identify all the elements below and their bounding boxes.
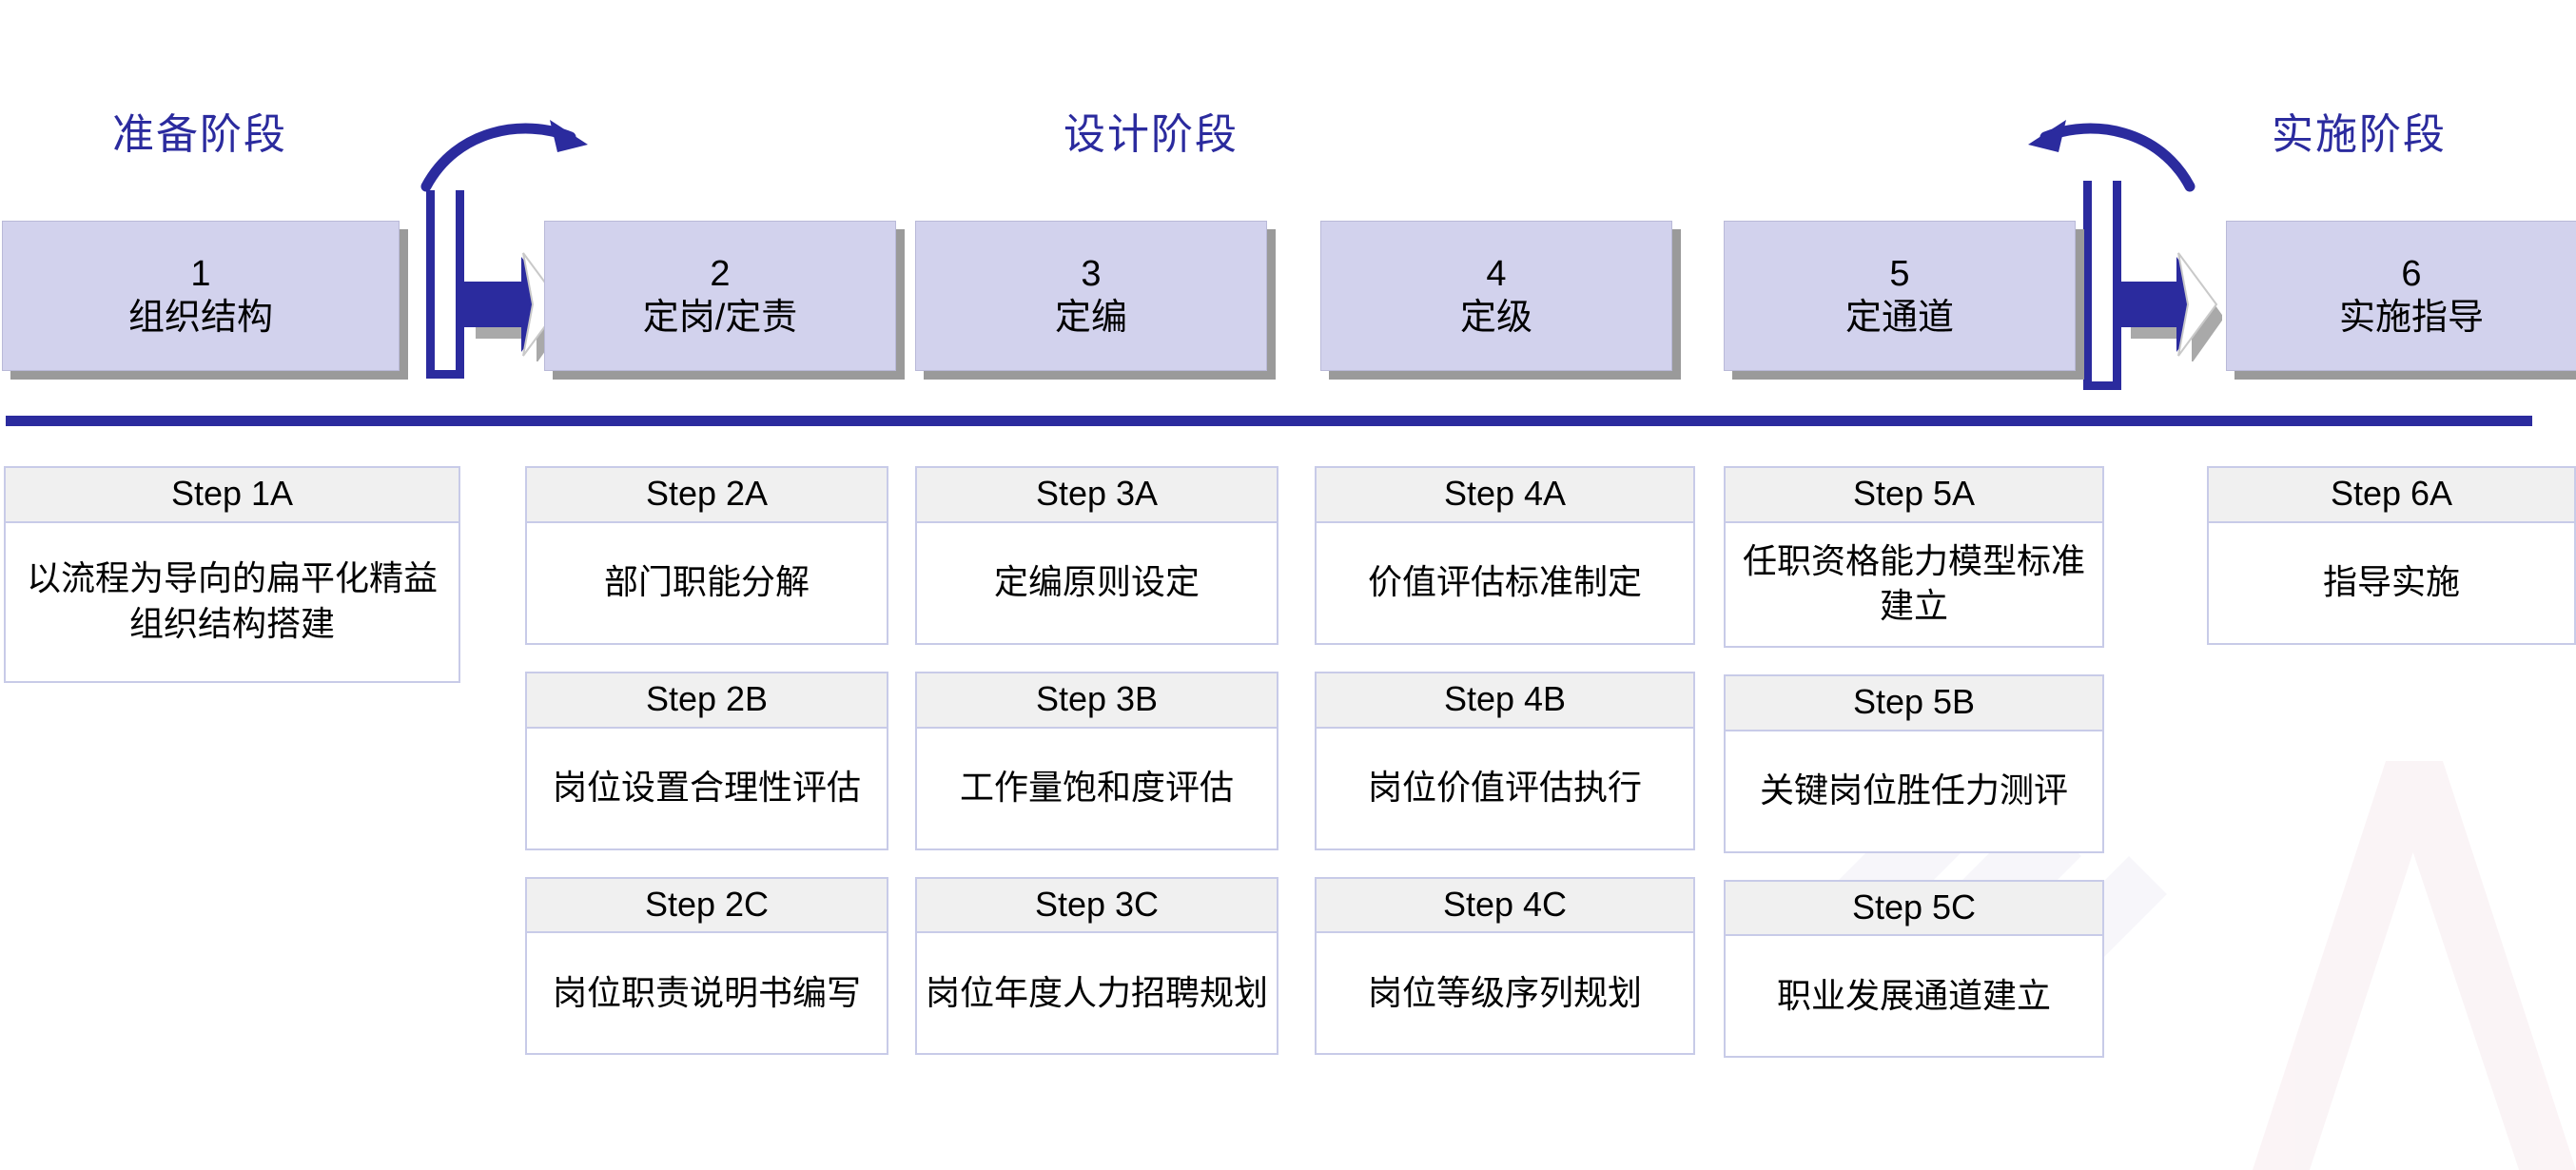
section-divider: [6, 416, 2532, 426]
step-card[interactable]: Step 5C 职业发展通道建立: [1724, 879, 2104, 1059]
step-column-1: Step 1A 以流程为导向的扁平化精益组织结构搭建: [4, 466, 460, 710]
step-column-3: Step 3A 定编原则设定 Step 3B 工作量饱和度评估 Step 3C …: [915, 466, 1278, 1082]
curved-arrow-forward-icon: [420, 120, 588, 192]
stage-name: 定岗/定责: [642, 298, 798, 338]
step-card-header: Step 4A: [1317, 468, 1693, 523]
step-card[interactable]: Step 3A 定编原则设定: [915, 466, 1278, 645]
step-card-header: Step 3C: [917, 878, 1277, 934]
step-card-header: Step 5B: [1726, 675, 2102, 731]
stage-box-3[interactable]: 3 定编: [915, 221, 1267, 371]
step-column-2: Step 2A 部门职能分解 Step 2B 岗位设置合理性评估 Step 2C…: [525, 466, 888, 1082]
stage-box-6[interactable]: 6 实施指导: [2226, 221, 2576, 371]
step-card-body: 指导实施: [2209, 522, 2574, 643]
step-card[interactable]: Step 4C 岗位等级序列规划: [1315, 876, 1695, 1056]
stage-name: 实施指导: [2338, 298, 2484, 338]
step-card-body: 职业发展通道建立: [1726, 936, 2102, 1057]
step-card-header: Step 4B: [1317, 673, 1693, 729]
stage-number: 2: [710, 253, 731, 294]
step-card-body: 任职资格能力模型标准建立: [1726, 522, 2102, 646]
step-card-header: Step 2A: [527, 468, 887, 523]
step-card[interactable]: Step 5A 任职资格能力模型标准建立: [1724, 466, 2104, 648]
phase-title-preparation: 准备阶段: [112, 111, 287, 158]
stage-name: 定级: [1459, 298, 1532, 338]
step-card-body: 定编原则设定: [917, 522, 1277, 643]
stage-box-2[interactable]: 2 定岗/定责: [544, 221, 896, 371]
step-card-body: 岗位设置合理性评估: [527, 728, 887, 848]
step-card-header: Step 2B: [527, 673, 887, 729]
stage-box-4[interactable]: 4 定级: [1320, 221, 1672, 371]
step-card-header: Step 2C: [527, 878, 887, 934]
stage-number: 1: [190, 253, 211, 294]
step-card-header: Step 3B: [917, 673, 1277, 729]
stage-name: 组织结构: [127, 298, 273, 338]
step-card-header: Step 1A: [6, 468, 459, 523]
step-card[interactable]: Step 4A 价值评估标准制定: [1315, 466, 1695, 645]
step-card[interactable]: Step 2B 岗位设置合理性评估: [525, 671, 888, 850]
step-card-body: 岗位年度人力招聘规划: [917, 933, 1277, 1054]
step-column-4: Step 4A 价值评估标准制定 Step 4B 岗位价值评估执行 Step 4…: [1315, 466, 1695, 1082]
phase-bracket-design-implementation: [2083, 181, 2121, 390]
stage-number: 4: [1486, 253, 1507, 294]
step-card-header: Step 4C: [1317, 878, 1693, 934]
curved-arrow-back-icon: [2028, 120, 2195, 192]
step-card-header: Step 5C: [1726, 881, 2102, 937]
stage-name: 定编: [1054, 298, 1127, 338]
stage-number: 5: [1889, 253, 1910, 294]
stage-number: 3: [1081, 253, 1102, 294]
stage-number: 6: [2401, 253, 2422, 294]
step-card-body: 部门职能分解: [527, 522, 887, 643]
step-card-body: 以流程为导向的扁平化精益组织结构搭建: [6, 522, 459, 681]
step-card-header: Step 6A: [2209, 468, 2574, 523]
step-card[interactable]: Step 4B 岗位价值评估执行: [1315, 671, 1695, 850]
step-card-body: 岗位等级序列规划: [1317, 933, 1693, 1054]
step-card-body: 岗位职责说明书编写: [527, 933, 887, 1054]
step-card[interactable]: Step 2C 岗位职责说明书编写: [525, 876, 888, 1056]
phase-bracket-preparation-design: [426, 190, 464, 379]
step-card-body: 工作量饱和度评估: [917, 728, 1277, 848]
step-card-body: 价值评估标准制定: [1317, 522, 1693, 643]
phase-title-implementation: 实施阶段: [2272, 111, 2447, 158]
step-card[interactable]: Step 2A 部门职能分解: [525, 466, 888, 645]
phase-title-design: 设计阶段: [1064, 111, 1239, 158]
block-arrow-forward-2-icon: [2119, 252, 2222, 361]
stage-name: 定通道: [1844, 298, 1954, 338]
step-card[interactable]: Step 5B 关键岗位胜任力测评: [1724, 673, 2104, 853]
step-card-body: 岗位价值评估执行: [1317, 728, 1693, 848]
stage-box-5[interactable]: 5 定通道: [1724, 221, 2076, 371]
step-card-header: Step 5A: [1726, 468, 2102, 523]
step-card[interactable]: Step 3B 工作量饱和度评估: [915, 671, 1278, 850]
step-card[interactable]: Step 3C 岗位年度人力招聘规划: [915, 876, 1278, 1056]
step-card[interactable]: Step 1A 以流程为导向的扁平化精益组织结构搭建: [4, 466, 460, 683]
step-column-5: Step 5A 任职资格能力模型标准建立 Step 5B 关键岗位胜任力测评 S…: [1724, 466, 2104, 1084]
step-column-6: Step 6A 指导实施: [2207, 466, 2576, 672]
stage-box-1[interactable]: 1 组织结构: [2, 221, 400, 371]
step-card-header: Step 3A: [917, 468, 1277, 523]
step-card[interactable]: Step 6A 指导实施: [2207, 466, 2576, 645]
step-card-body: 关键岗位胜任力测评: [1726, 731, 2102, 851]
